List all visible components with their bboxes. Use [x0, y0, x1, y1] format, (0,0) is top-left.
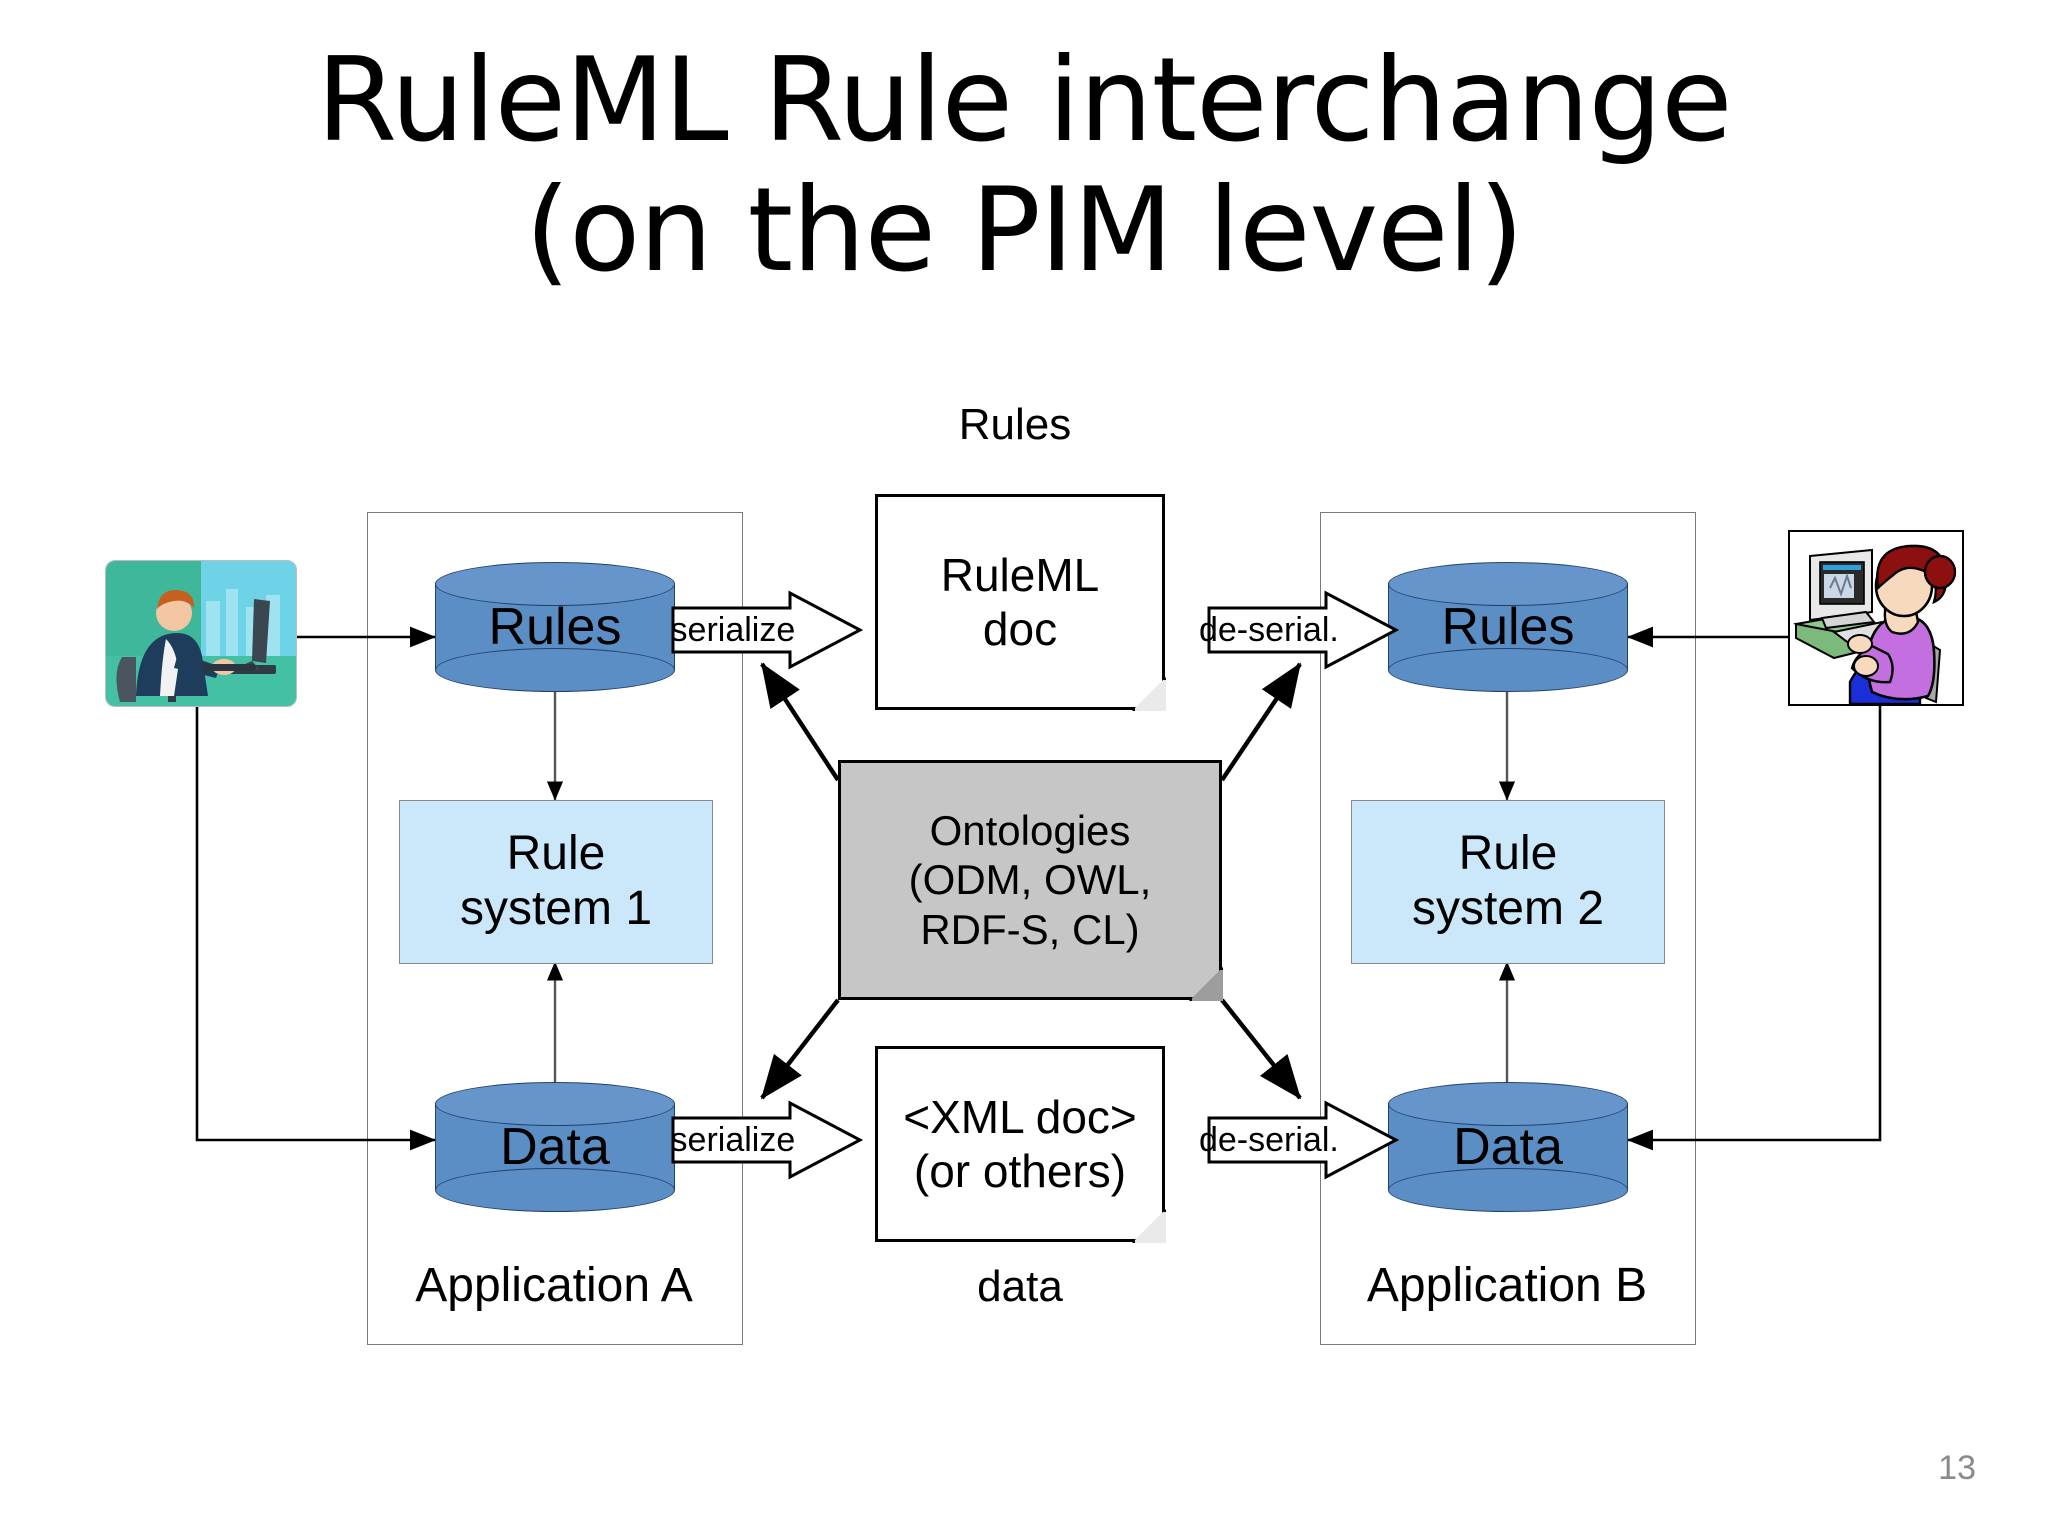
caption-data: data [977, 1262, 1063, 1311]
cylinder-bottom [1388, 1168, 1628, 1212]
cylinder-bottom [435, 1168, 675, 1212]
ontologies-line-2: (ODM, OWL, [908, 856, 1152, 904]
cylinder-top [1388, 1082, 1628, 1126]
cylinder-top [435, 562, 675, 606]
application-a-user-icon [105, 560, 297, 707]
doc-paper [875, 1046, 1165, 1242]
rule-system-2-line-2: system 2 [1411, 882, 1605, 935]
data-store-a: Data [435, 1082, 675, 1212]
application-b-label: Application B [1366, 1259, 1648, 1312]
rule-system-1-line-2: system 1 [459, 882, 653, 935]
application-b-user-icon [1788, 530, 1964, 706]
xml-doc-line-2: (or others) [913, 1145, 1127, 1197]
data-store-a-label: Data [500, 1118, 610, 1176]
page-number: 13 [1938, 1449, 1976, 1487]
ontologies-text: Ontologies (ODM, OWL, RDF-S, CL) [838, 760, 1222, 1000]
doc-paper [875, 494, 1165, 710]
ruleml-doc-text: RuleML doc [875, 494, 1165, 710]
cylinder-top [1388, 562, 1628, 606]
rules-store-a: Rules [435, 562, 675, 692]
ruleml-doc-line-2: doc [982, 603, 1058, 655]
ontologies-box: Ontologies (ODM, OWL, RDF-S, CL) [838, 760, 1223, 1001]
rules-store-b: Rules [1388, 562, 1628, 692]
ruleml-doc: RuleML doc [875, 494, 1166, 711]
xml-doc-line-1: <XML doc> [903, 1090, 1137, 1143]
ontologies-line-1: Ontologies [929, 806, 1131, 854]
title-line-1: RuleML Rule interchange [316, 33, 1732, 168]
cylinder-bottom [1388, 648, 1628, 692]
deserialize-rules-label: de-serial. [1198, 610, 1339, 649]
rule-system-1: Rule system 1 [399, 800, 713, 964]
serialize-rules-arrow: serialize [670, 590, 864, 670]
ruleml-doc-line-1: RuleML [940, 548, 1100, 601]
serialize-rules-label: serialize [670, 610, 796, 649]
doc-paper [838, 760, 1222, 1000]
deserialize-data-label: de-serial. [1198, 1120, 1339, 1159]
deserialize-data-arrow: de-serial. [1198, 1100, 1400, 1180]
cylinder-bottom [435, 648, 675, 692]
serialize-data-label: serialize [670, 1120, 796, 1159]
rules-store-a-label: Rules [488, 598, 622, 656]
rules-store-b-label: Rules [1441, 598, 1575, 656]
xml-doc: <XML doc> (or others) [875, 1046, 1166, 1243]
rule-system-2-line-1: Rule [1458, 827, 1558, 881]
title-line-2: (on the PIM level) [524, 162, 1524, 298]
rule-system-1-line-1: Rule [506, 827, 606, 881]
serialize-data-arrow: serialize [670, 1100, 864, 1180]
data-store-b: Data [1388, 1082, 1628, 1212]
cylinder-top [435, 1082, 675, 1126]
caption-rules: Rules [958, 400, 1072, 449]
ontologies-line-3: RDF-S, CL) [920, 905, 1140, 953]
data-store-b-label: Data [1453, 1118, 1563, 1176]
page-title: RuleML Rule interchange (on the PIM leve… [0, 36, 2048, 296]
deserialize-rules-arrow: de-serial. [1198, 590, 1400, 670]
xml-doc-text: <XML doc> (or others) [875, 1046, 1165, 1242]
rule-system-2: Rule system 2 [1351, 800, 1665, 964]
application-a-label: Application A [415, 1259, 693, 1312]
